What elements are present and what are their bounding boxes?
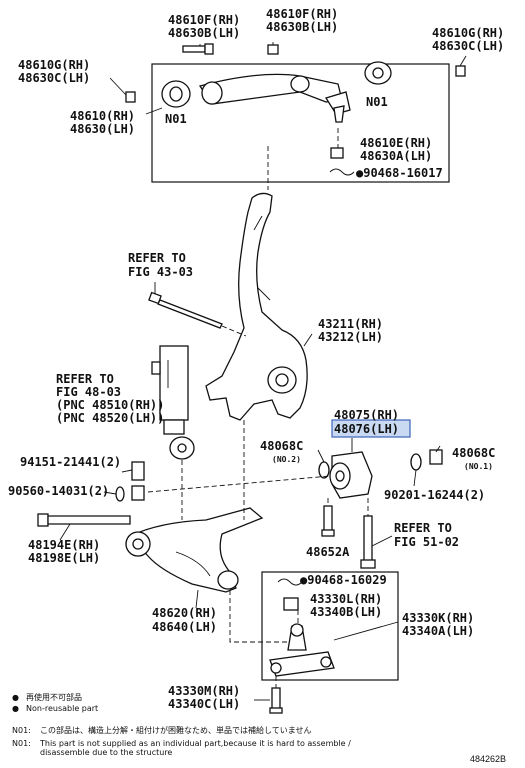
steering-knuckle-illustration: [205, 192, 308, 421]
label-nut-90560[interactable]: 90560-14031(2): [8, 484, 109, 498]
label-knuckle-rh[interactable]: 43211(RH): [318, 317, 383, 331]
right-nut-48610g: [455, 65, 466, 77]
label-top-nut-lh[interactable]: 48630B(LH): [266, 20, 338, 34]
label-upper-arm-lh[interactable]: 48630(LH): [70, 122, 135, 136]
label-bolt-94151[interactable]: 94151-21441(2): [20, 455, 121, 469]
label-washer-left[interactable]: 48068C: [260, 439, 303, 453]
label-left-nut-lh[interactable]: 48630C(LH): [18, 71, 90, 85]
label-refer-4803-a[interactable]: REFER TO: [56, 372, 114, 386]
legend-en: Non-reusable part: [26, 704, 98, 713]
label-refer-4803-b[interactable]: FIG 48-03: [56, 385, 121, 399]
label-ball-joint-lh[interactable]: 43340A(LH): [402, 624, 474, 638]
label-top-bolt-rh[interactable]: 48610F(RH): [168, 13, 240, 27]
ball-joint-bolt-43330m: [269, 687, 283, 714]
label-n01-left: N01: [165, 112, 187, 126]
shock-absorber-illustration: [151, 345, 195, 460]
knuckle-bolt: [148, 291, 223, 329]
label-refer-5102-a[interactable]: REFER TO: [394, 521, 452, 535]
label-washer-left-no: (NO.2): [272, 455, 301, 464]
note-en-code: N01:: [12, 739, 31, 748]
top-nut-48610f: [267, 44, 279, 55]
label-washer-right[interactable]: 48068C: [452, 446, 495, 460]
ball-joint-frame: [261, 571, 399, 681]
label-lower-pin[interactable]: ●90468-16029: [300, 573, 387, 587]
label-pnc-lh[interactable]: (PNC 48520(LH)): [56, 411, 164, 425]
bolt-48652a: [321, 505, 335, 537]
lower-cotter-pin: [277, 578, 303, 586]
label-bolt-48198e[interactable]: 48198E(LH): [28, 551, 100, 565]
label-ball-bolt-lh[interactable]: 43340C(LH): [168, 697, 240, 711]
label-upper-nut-lh[interactable]: 48630A(LH): [360, 149, 432, 163]
legend-mark-jp: ●: [12, 693, 19, 702]
label-pnc-rh[interactable]: (PNC 48510(RH)): [56, 398, 164, 412]
label-n01-right: N01: [366, 95, 388, 109]
label-bushing-lh[interactable]: 48076(LH): [334, 422, 399, 436]
label-top-nut-rh[interactable]: 48610F(RH): [266, 7, 338, 21]
label-right-nut-lh[interactable]: 48630C(LH): [432, 39, 504, 53]
label-refer-4303-b[interactable]: FIG 43-03: [128, 265, 193, 279]
note-jp: この部品は、構造上分解・組付けが困難なため、単品では補給していません: [40, 725, 312, 735]
note-en-2: disassemble due to the structure: [40, 748, 172, 757]
bushing-nut-90201: [429, 449, 443, 465]
label-left-nut-rh[interactable]: 48610G(RH): [18, 58, 90, 72]
shock-nut-90560: [115, 485, 145, 502]
note-jp-code: N01:: [12, 726, 31, 735]
label-bolt-48652a[interactable]: 48652A: [306, 545, 350, 559]
label-knuckle-lh[interactable]: 43212(LH): [318, 330, 383, 344]
label-refer-5102-b[interactable]: FIG 51-02: [394, 535, 459, 549]
ball-joint-nut-43330l: [283, 597, 299, 611]
label-refer-4303-a[interactable]: REFER TO: [128, 251, 186, 265]
lower-arm-bushing: [329, 451, 373, 499]
label-ball-nut-rh[interactable]: 43330L(RH): [310, 592, 382, 606]
label-lower-arm-rh[interactable]: 48620(RH): [152, 606, 217, 620]
label-ball-nut-lh[interactable]: 43340B(LH): [310, 605, 382, 619]
label-washer-right-no: (NO.1): [464, 462, 493, 471]
washer-no2: [318, 461, 330, 479]
upper-ball-nut-48610e: [330, 147, 344, 159]
label-right-nut-rh[interactable]: 48610G(RH): [432, 26, 504, 40]
label-upper-nut-rh[interactable]: 48610E(RH): [360, 136, 432, 150]
label-bolt-48194e[interactable]: 48194E(RH): [28, 538, 100, 552]
legend-mark-en: ●: [12, 704, 19, 713]
top-bolt-48610f: [182, 43, 214, 55]
diagram-code: 484262B: [470, 754, 506, 764]
washer-no1: [410, 453, 422, 471]
ball-joint-43330k: [269, 623, 335, 677]
label-bushing-rh[interactable]: 48075(RH): [334, 408, 399, 422]
long-bolt-refer-5102: [360, 515, 376, 569]
legend-jp: 再使用不可部品: [26, 692, 82, 702]
lower-arm-bolt-48194e: [37, 513, 131, 527]
label-top-bolt-lh[interactable]: 48630B(LH): [168, 26, 240, 40]
label-lower-arm-lh[interactable]: 48640(LH): [152, 620, 217, 634]
upper-arm-assembly-frame: [151, 63, 450, 183]
shock-bolt-94151: [131, 461, 145, 481]
upper-arm-illustration: [161, 61, 392, 123]
left-nut-48610g: [125, 91, 136, 103]
label-ball-joint-rh[interactable]: 43330K(RH): [402, 611, 474, 625]
label-ball-bolt-rh[interactable]: 43330M(RH): [168, 684, 240, 698]
lower-control-arm-illustration: [125, 507, 264, 593]
label-upper-arm-rh[interactable]: 48610(RH): [70, 109, 135, 123]
label-upper-pin[interactable]: ●90468-16017: [356, 166, 443, 180]
upper-cotter-pin: [329, 168, 355, 176]
label-nut-90201[interactable]: 90201-16244(2): [384, 488, 485, 502]
bushing-highlight: [331, 419, 411, 438]
note-en-1: This part is not supplied as an individu…: [39, 739, 351, 748]
